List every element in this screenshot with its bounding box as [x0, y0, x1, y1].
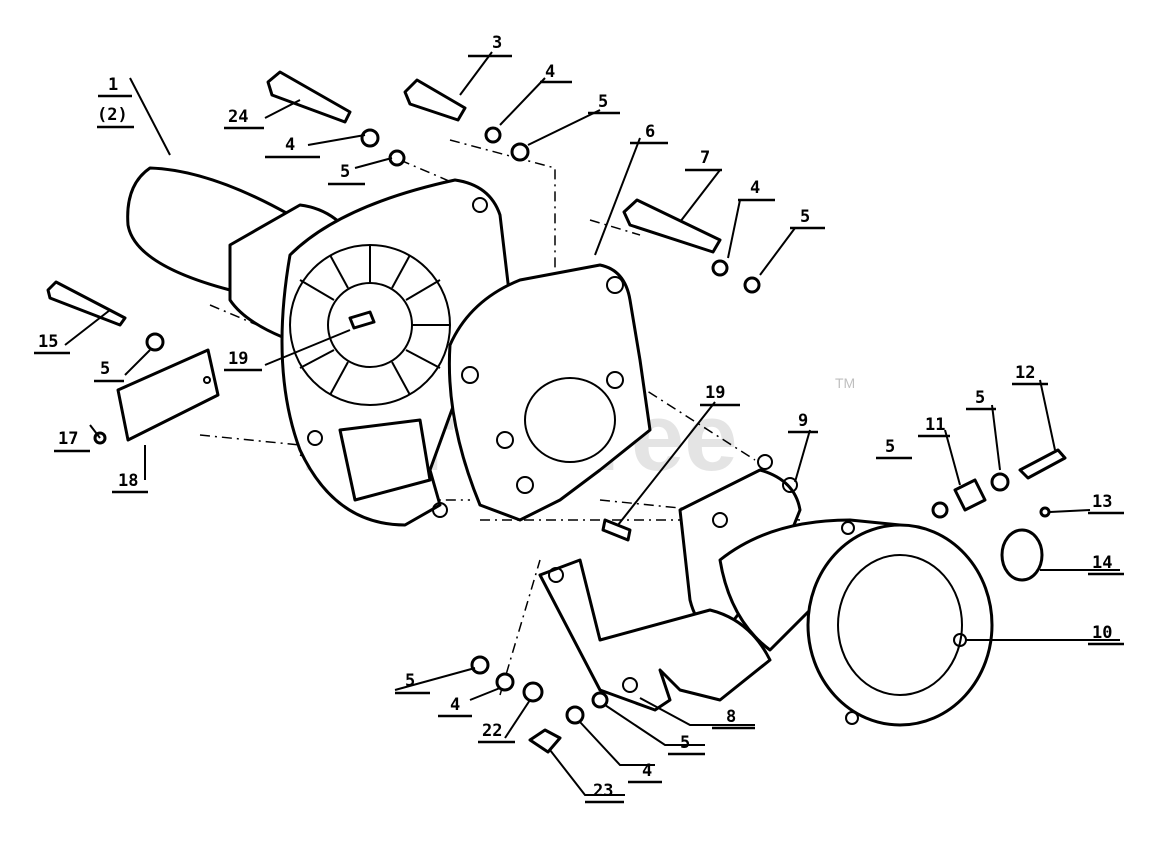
callout-3: 3 — [492, 33, 502, 53]
callout-1-qty: (2) — [97, 105, 128, 125]
callout-5-ring: 5 — [975, 388, 985, 408]
fan-blades — [299, 245, 450, 396]
callout-12: 12 — [1015, 363, 1035, 383]
bolts — [46, 70, 1067, 754]
callout-labels: 1 (2) 3 4 5 6 24 4 5 7 4 5 15 5 19 17 18… — [34, 33, 1124, 804]
callout-19-right: 19 — [705, 383, 725, 403]
engine-housing — [126, 166, 512, 527]
callout-5-right: 5 — [800, 207, 810, 227]
callout-4-left: 4 — [285, 135, 295, 155]
callout-9: 9 — [798, 411, 808, 431]
callout-6: 6 — [645, 122, 655, 142]
callout-7: 7 — [700, 148, 710, 168]
callout-11: 11 — [925, 415, 945, 435]
callout-5-top: 5 — [598, 92, 608, 112]
rear-housing — [718, 518, 994, 727]
callout-4-screw: 4 — [642, 761, 652, 781]
callout-4-right: 4 — [750, 178, 760, 198]
back-plate — [447, 263, 652, 522]
callout-23: 23 — [593, 781, 613, 801]
callout-18: 18 — [118, 471, 138, 491]
bracket — [538, 558, 772, 712]
trademark-symbol: TM — [835, 375, 855, 391]
callout-5-bracket: 5 — [680, 733, 690, 753]
callout-5-left: 5 — [340, 162, 350, 182]
cover-disk — [1000, 528, 1044, 582]
callout-10: 10 — [1092, 623, 1112, 643]
callout-13: 13 — [1092, 492, 1112, 512]
callout-8: 8 — [726, 707, 736, 727]
callout-17: 17 — [58, 429, 78, 449]
callout-24: 24 — [228, 107, 248, 127]
callout-5-bottom: 5 — [405, 671, 415, 691]
callout-15: 15 — [38, 332, 58, 352]
callout-5-plate: 5 — [100, 359, 110, 379]
nameplate-hole — [203, 376, 211, 384]
callout-4-top: 4 — [545, 62, 555, 82]
leader-lines — [64, 51, 1120, 796]
callout-4-bottom: 4 — [450, 695, 460, 715]
callout-1: 1 — [108, 75, 118, 95]
callout-14: 14 — [1092, 553, 1112, 573]
washers — [93, 126, 1051, 725]
nameplate — [116, 348, 220, 442]
callout-5-nut: 5 — [885, 437, 895, 457]
callout-19-left: 19 — [228, 349, 248, 369]
callout-22: 22 — [482, 721, 502, 741]
